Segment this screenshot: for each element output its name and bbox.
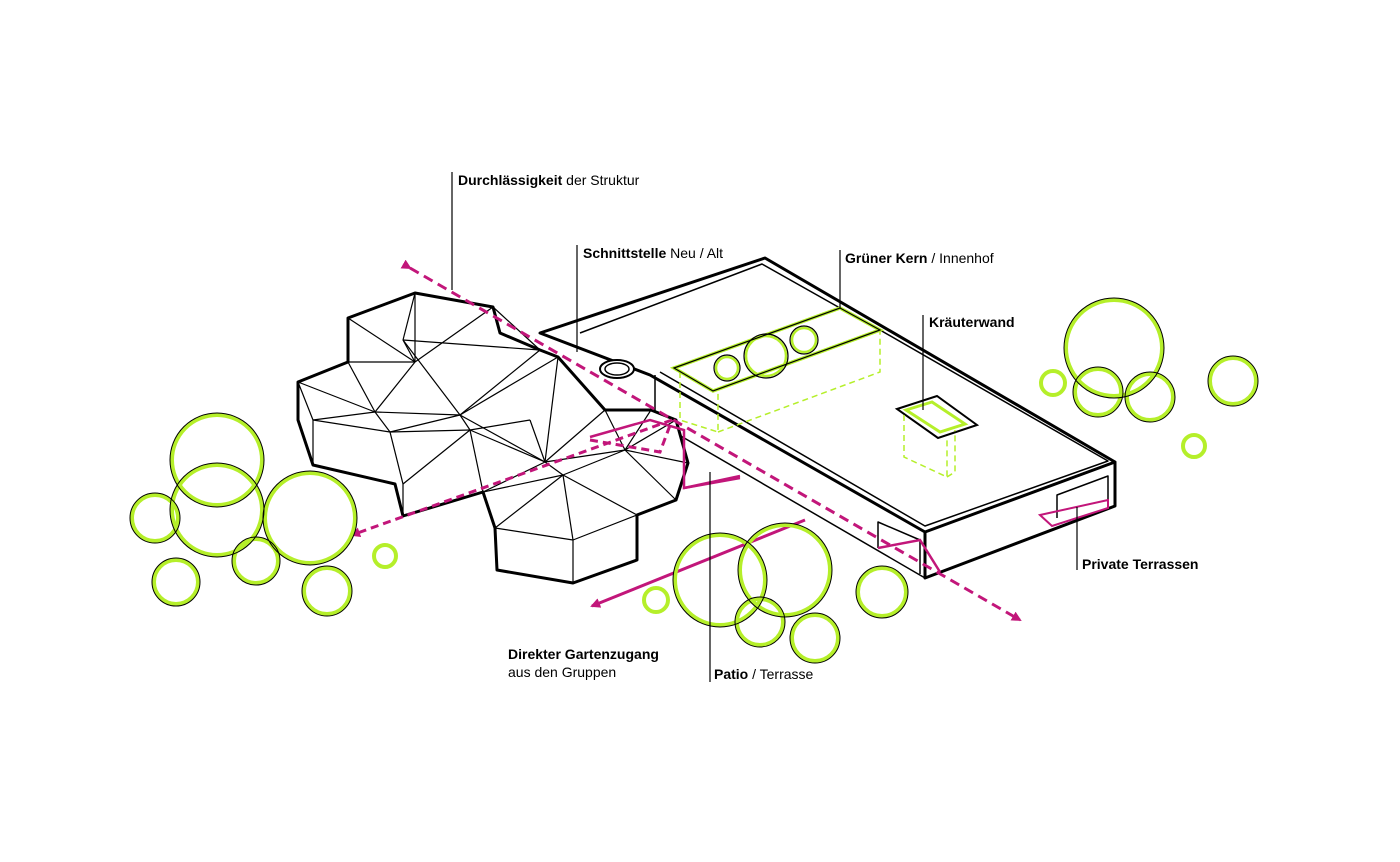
label-private-terrassen: Private Terrassen (1082, 555, 1198, 573)
trees (129, 297, 1259, 664)
label-schnittstelle: Schnittstelle Neu / Alt (583, 244, 723, 262)
tree-cluster-right-outline (1063, 297, 1259, 423)
label-patio-bold: Patio (714, 666, 749, 682)
label-schnittstelle-bold: Schnittstelle (583, 245, 667, 261)
label-direkter-gartenzugang: Direkter Gartenzugang aus den Gruppen (508, 645, 659, 681)
label-gruener-kern-rest: / Innenhof (927, 250, 994, 266)
label-direkter-gartenzugang-bold: Direkter Gartenzugang (508, 646, 659, 662)
label-kraeuterwand-bold: Kräuterwand (929, 314, 1015, 330)
leader-lines (451, 172, 1078, 682)
tree-cluster-middle (642, 523, 908, 663)
arrow-garden-access-path (589, 419, 674, 454)
label-gruener-kern-bold: Grüner Kern (845, 250, 928, 266)
label-durchlaessigkeit-rest: der Struktur (562, 172, 640, 188)
tree-cluster-left (130, 413, 398, 616)
tree-cluster-right (1039, 298, 1258, 459)
label-durchlaessigkeit: Durchlässigkeit der Struktur (458, 171, 639, 189)
label-direkter-gartenzugang-line2: aus den Gruppen (508, 664, 617, 680)
label-patio-rest: / Terrasse (748, 666, 814, 682)
label-kraeuterwand: Kräuterwand (929, 313, 1015, 331)
arrow-garden-access-left (350, 418, 673, 537)
circulation-arrows (350, 259, 1022, 622)
label-patio: Patio / Terrasse (714, 665, 813, 683)
arrow-durchlaessigkeit (400, 259, 1022, 622)
label-durchlaessigkeit-bold: Durchlässigkeit (458, 172, 563, 188)
label-gruener-kern: Grüner Kern / Innenhof (845, 249, 994, 267)
label-private-terrassen-bold: Private Terrassen (1082, 556, 1199, 572)
tree-cluster-middle-outline (672, 522, 909, 664)
tree-cluster-left-outline (129, 412, 358, 617)
label-schnittstelle-rest: Neu / Alt (666, 245, 724, 261)
arrow-garden-access-bottom (590, 518, 806, 608)
